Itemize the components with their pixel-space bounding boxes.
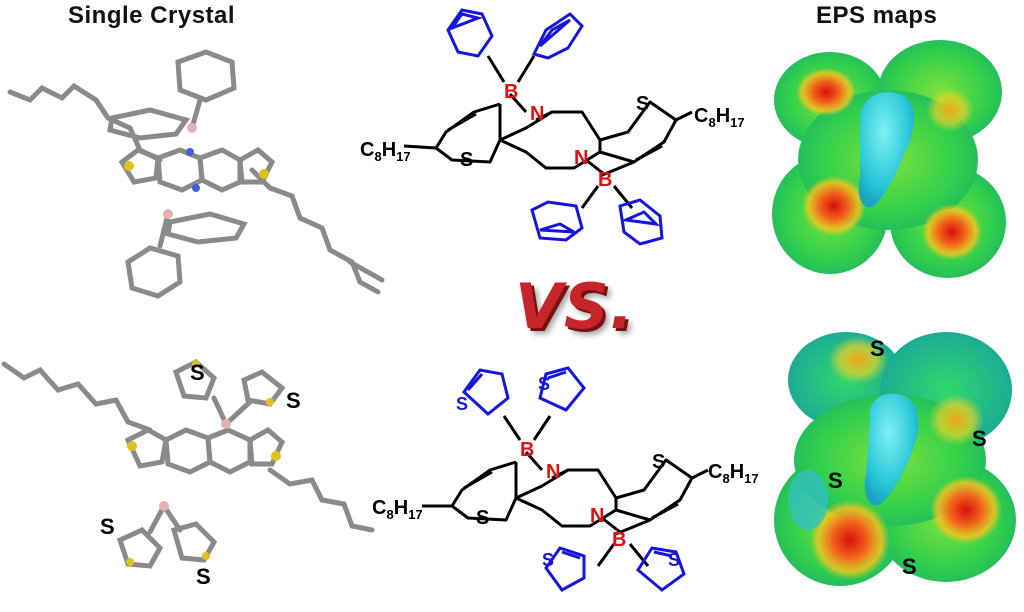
thienyl-s-1: S (456, 394, 468, 414)
eps-s-label-2: S (972, 426, 987, 451)
phenyl-nitrogen-bottom: N (574, 147, 588, 169)
thienyl-alkyl-left: C8H17 (372, 497, 423, 522)
thienyl-s-2: S (538, 374, 550, 394)
phenyl-boron-bottom: B (598, 169, 612, 191)
molecule-thienyl: S S S S B N N B S S C8H17 C8H17 (372, 366, 759, 592)
thienyl-nitrogen-bottom: N (590, 505, 604, 527)
crystal-s-label-3: S (100, 514, 115, 539)
eps-map-phenyl (772, 40, 1006, 278)
crystal-atoms-bottom (126, 360, 281, 566)
thienyl-boron-top: B (520, 439, 534, 461)
crystal-s-label-4: S (196, 564, 211, 589)
phenyl-boron-top: B (504, 81, 518, 103)
thienyl-alkyl-right: C8H17 (708, 461, 759, 486)
thienyl-sulfur-left: S (476, 507, 489, 529)
phenyl-sulfur-left: S (460, 149, 473, 171)
eps-s-label-4: S (902, 554, 917, 579)
phenyl-sulfur-right: S (636, 93, 649, 115)
versus-label: VS. (515, 270, 635, 343)
molecule-phenyl: B N N B S S C8H17 C8H17 (360, 8, 745, 246)
eps-maps-header: EPS maps (816, 2, 938, 29)
single-crystal-header: Single Crystal (68, 2, 236, 29)
thienyl-s-4: S (668, 550, 680, 570)
thienyl-boron-bottom: B (612, 529, 626, 551)
crystal-structure-phenyl (7, 49, 385, 299)
thienyl-nitrogen-top: N (546, 461, 560, 483)
phenyl-alkyl-right: C8H17 (694, 105, 745, 130)
crystal-structure-thienyl (1, 359, 375, 569)
phenyl-alkyl-left: C8H17 (360, 139, 411, 164)
eps-s-label-3: S (828, 468, 843, 493)
eps-s-label-1: S (870, 336, 885, 361)
crystal-atoms-top (124, 123, 269, 219)
thienyl-sulfur-right: S (652, 451, 665, 473)
eps-map-thienyl (774, 332, 1016, 586)
phenyl-nitrogen-top: N (530, 103, 544, 125)
crystal-s-label-2: S (286, 388, 301, 413)
thienyl-s-3: S (542, 550, 554, 570)
crystal-s-label-1: S (190, 360, 205, 385)
